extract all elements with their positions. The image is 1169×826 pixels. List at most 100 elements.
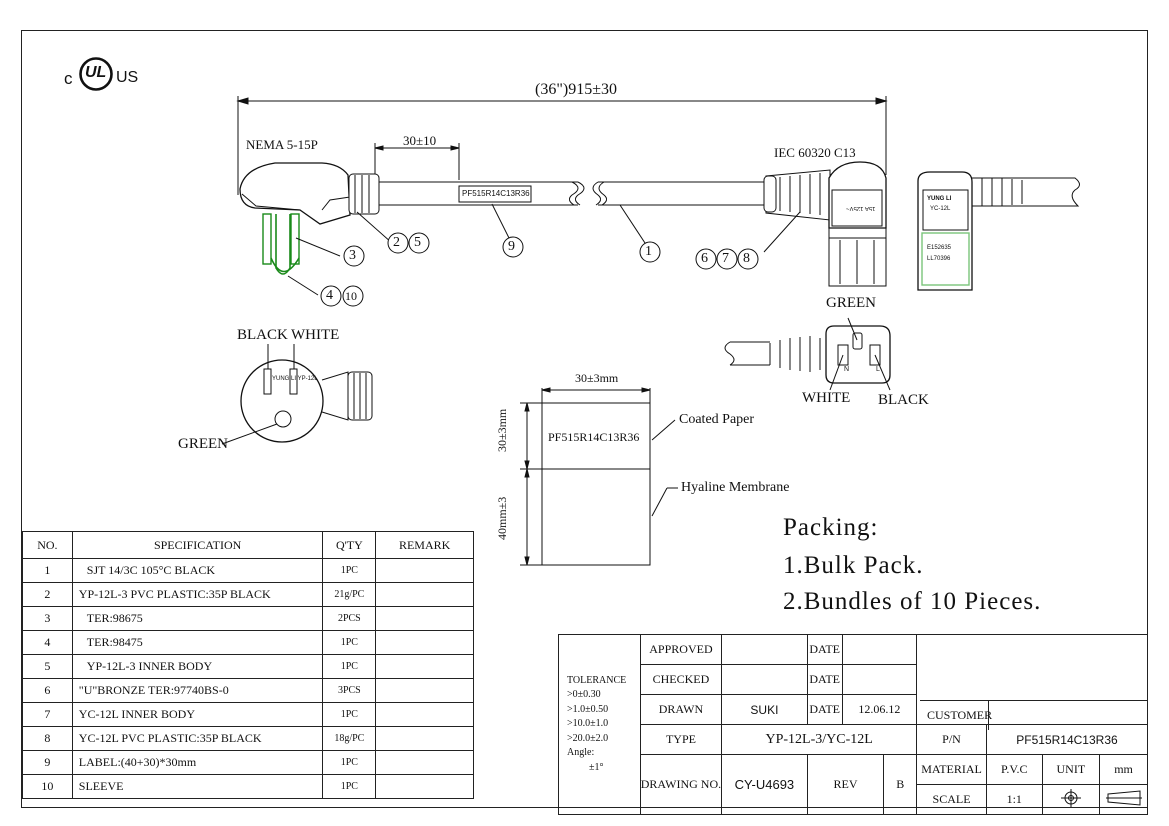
checked-date-label: DATE — [806, 664, 843, 695]
cert-c-text: c — [64, 69, 73, 88]
projection-cone-icon — [1105, 789, 1142, 806]
callout-3: 3 — [349, 248, 356, 263]
row-remark — [375, 678, 474, 703]
row-no: 7 — [22, 702, 73, 727]
rev-label: REV — [806, 754, 885, 815]
c13-side-brand: YUNG LI — [927, 196, 952, 202]
rev-value: B — [883, 754, 918, 815]
row-no: 10 — [22, 774, 73, 799]
row-qty: 3PCS — [322, 678, 377, 703]
drawing-no-value: CY-U4693 — [721, 754, 808, 815]
approved-value — [721, 634, 808, 665]
row-qty: 1PC — [322, 630, 377, 655]
row-no: 1 — [22, 558, 73, 583]
tolerance-line-5: Angle: — [567, 747, 595, 759]
row-qty: 1PC — [322, 774, 377, 799]
approved-date-label: DATE — [806, 634, 843, 665]
wire-black-label: BLACK — [237, 327, 288, 343]
cert-us-text: US — [116, 69, 139, 86]
callout-2: 2 — [393, 235, 400, 250]
row-remark — [375, 558, 474, 583]
row-qty: 18g/PC — [322, 726, 377, 751]
row-spec: YP-12L-3 PVC PLASTIC:35P BLACK — [71, 582, 324, 607]
row-no: 9 — [22, 750, 73, 775]
first-angle-projection-icon — [1060, 788, 1081, 807]
tolerance-line-3: >10.0±1.0 — [567, 718, 609, 730]
tolerance-title: TOLERANCE — [567, 674, 627, 686]
row-remark — [375, 606, 474, 631]
row-spec: YC-12L INNER BODY — [71, 702, 324, 727]
wire-black-label-c13: BLACK — [878, 392, 929, 408]
type-value: YP-12L-3/YC-12L — [721, 724, 918, 755]
row-spec: TER:98475 — [71, 630, 324, 655]
header-no: NO. — [22, 531, 73, 559]
row-qty: 1PC — [322, 654, 377, 679]
scale-label: SCALE — [916, 784, 987, 815]
wire-green-label-plug: GREEN — [178, 436, 228, 452]
row-spec: SJT 14/3C 105°C BLACK — [71, 558, 324, 583]
tolerance-line-4: >20.0±2.0 — [567, 732, 609, 744]
cable-label-text: PF515R14C13R36 — [462, 189, 530, 198]
row-spec: YP-12L-3 INNER BODY — [71, 654, 324, 679]
checked-date-value — [841, 664, 918, 695]
row-no: 3 — [22, 606, 73, 631]
line-pin-label: L — [876, 366, 880, 373]
hyaline-membrane-label: Hyaline Membrane — [681, 480, 790, 495]
label-bottom-height-dimension: 40mm±3 — [495, 496, 509, 540]
tolerance-line-6: ±1° — [589, 761, 604, 773]
spec-header-row: NO. SPECIFICATION Q'TY REMARK — [22, 531, 474, 559]
neutral-pin-label: N — [844, 366, 850, 373]
ul-mark-text: UL — [85, 64, 107, 81]
row-spec: SLEEVE — [71, 774, 324, 799]
checked-value — [721, 664, 808, 695]
row-remark — [375, 582, 474, 607]
header-qty: Q'TY — [322, 531, 377, 559]
row-remark — [375, 630, 474, 655]
drawn-by-value: SUKI — [721, 694, 808, 725]
row-spec: "U"BRONZE TER:97740BS-0 — [71, 678, 324, 703]
pn-value: PF515R14C13R36 — [985, 724, 1149, 755]
cul-us-logo: c UL US — [64, 56, 154, 92]
label-preview-text: PF515R14C13R36 — [548, 430, 640, 444]
tolerance-line-1: >0±0.30 — [567, 689, 601, 701]
row-no: 5 — [22, 654, 73, 679]
callout-9: 9 — [508, 239, 515, 254]
header-remark: REMARK — [375, 531, 474, 559]
unit-label: UNIT — [1041, 754, 1101, 785]
row-remark — [375, 726, 474, 751]
wire-green-label-c13: GREEN — [826, 295, 876, 311]
label-offset-dimension: 30±10 — [403, 133, 437, 148]
row-remark — [375, 702, 474, 727]
row-spec: YC-12L PVC PLASTIC:35P BLACK — [71, 726, 324, 751]
customer-label-cell: CUSTOMER — [920, 701, 992, 730]
logo-area — [916, 634, 1148, 725]
callout-8: 8 — [743, 251, 750, 266]
unit-value: mm — [1099, 754, 1148, 785]
header-specification: SPECIFICATION — [71, 531, 324, 559]
callout-1: 1 — [645, 244, 652, 259]
wire-white-label: WHITE — [291, 327, 340, 343]
row-no: 6 — [22, 678, 73, 703]
callout-10: 10 — [345, 289, 357, 303]
packing-line-1: 1.Bulk Pack. — [783, 552, 924, 579]
callout-5: 5 — [414, 235, 421, 250]
row-qty: 1PC — [322, 750, 377, 775]
scale-value: 1:1 — [985, 784, 1043, 815]
iec-connector-name: IEC 60320 C13 — [774, 145, 856, 160]
row-qty: 2PCS — [322, 606, 377, 631]
row-qty: 1PC — [322, 558, 377, 583]
drawn-date-label: DATE — [806, 694, 843, 725]
plug-face-text: YUNG LI YP-12L — [272, 376, 318, 382]
row-remark — [375, 774, 474, 799]
projection-symbol-icon — [1041, 784, 1101, 815]
